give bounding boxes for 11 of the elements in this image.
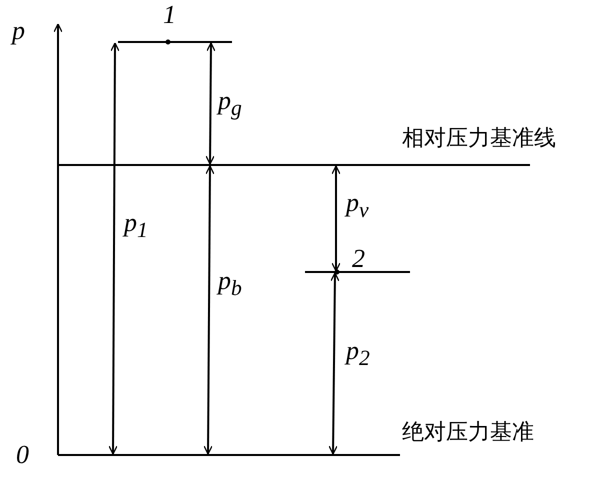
pressure-symbol: p$_{1}$	[124, 210, 148, 242]
axis-label: p	[12, 18, 25, 44]
baseline-label: 绝对压力基准	[402, 422, 534, 444]
baseline-label: 相对压力基准线	[402, 128, 556, 150]
pressure-symbol: p$_{g}$	[218, 88, 242, 120]
pressure-symbol: p$_{2}$	[346, 338, 370, 370]
pressure-symbol: p$_{v}$	[346, 190, 369, 222]
origin-label: 0	[16, 442, 29, 468]
point-number: 2	[352, 246, 365, 272]
point-number: 1	[163, 2, 176, 28]
pressure-symbol: p$_{b}$	[218, 268, 242, 300]
